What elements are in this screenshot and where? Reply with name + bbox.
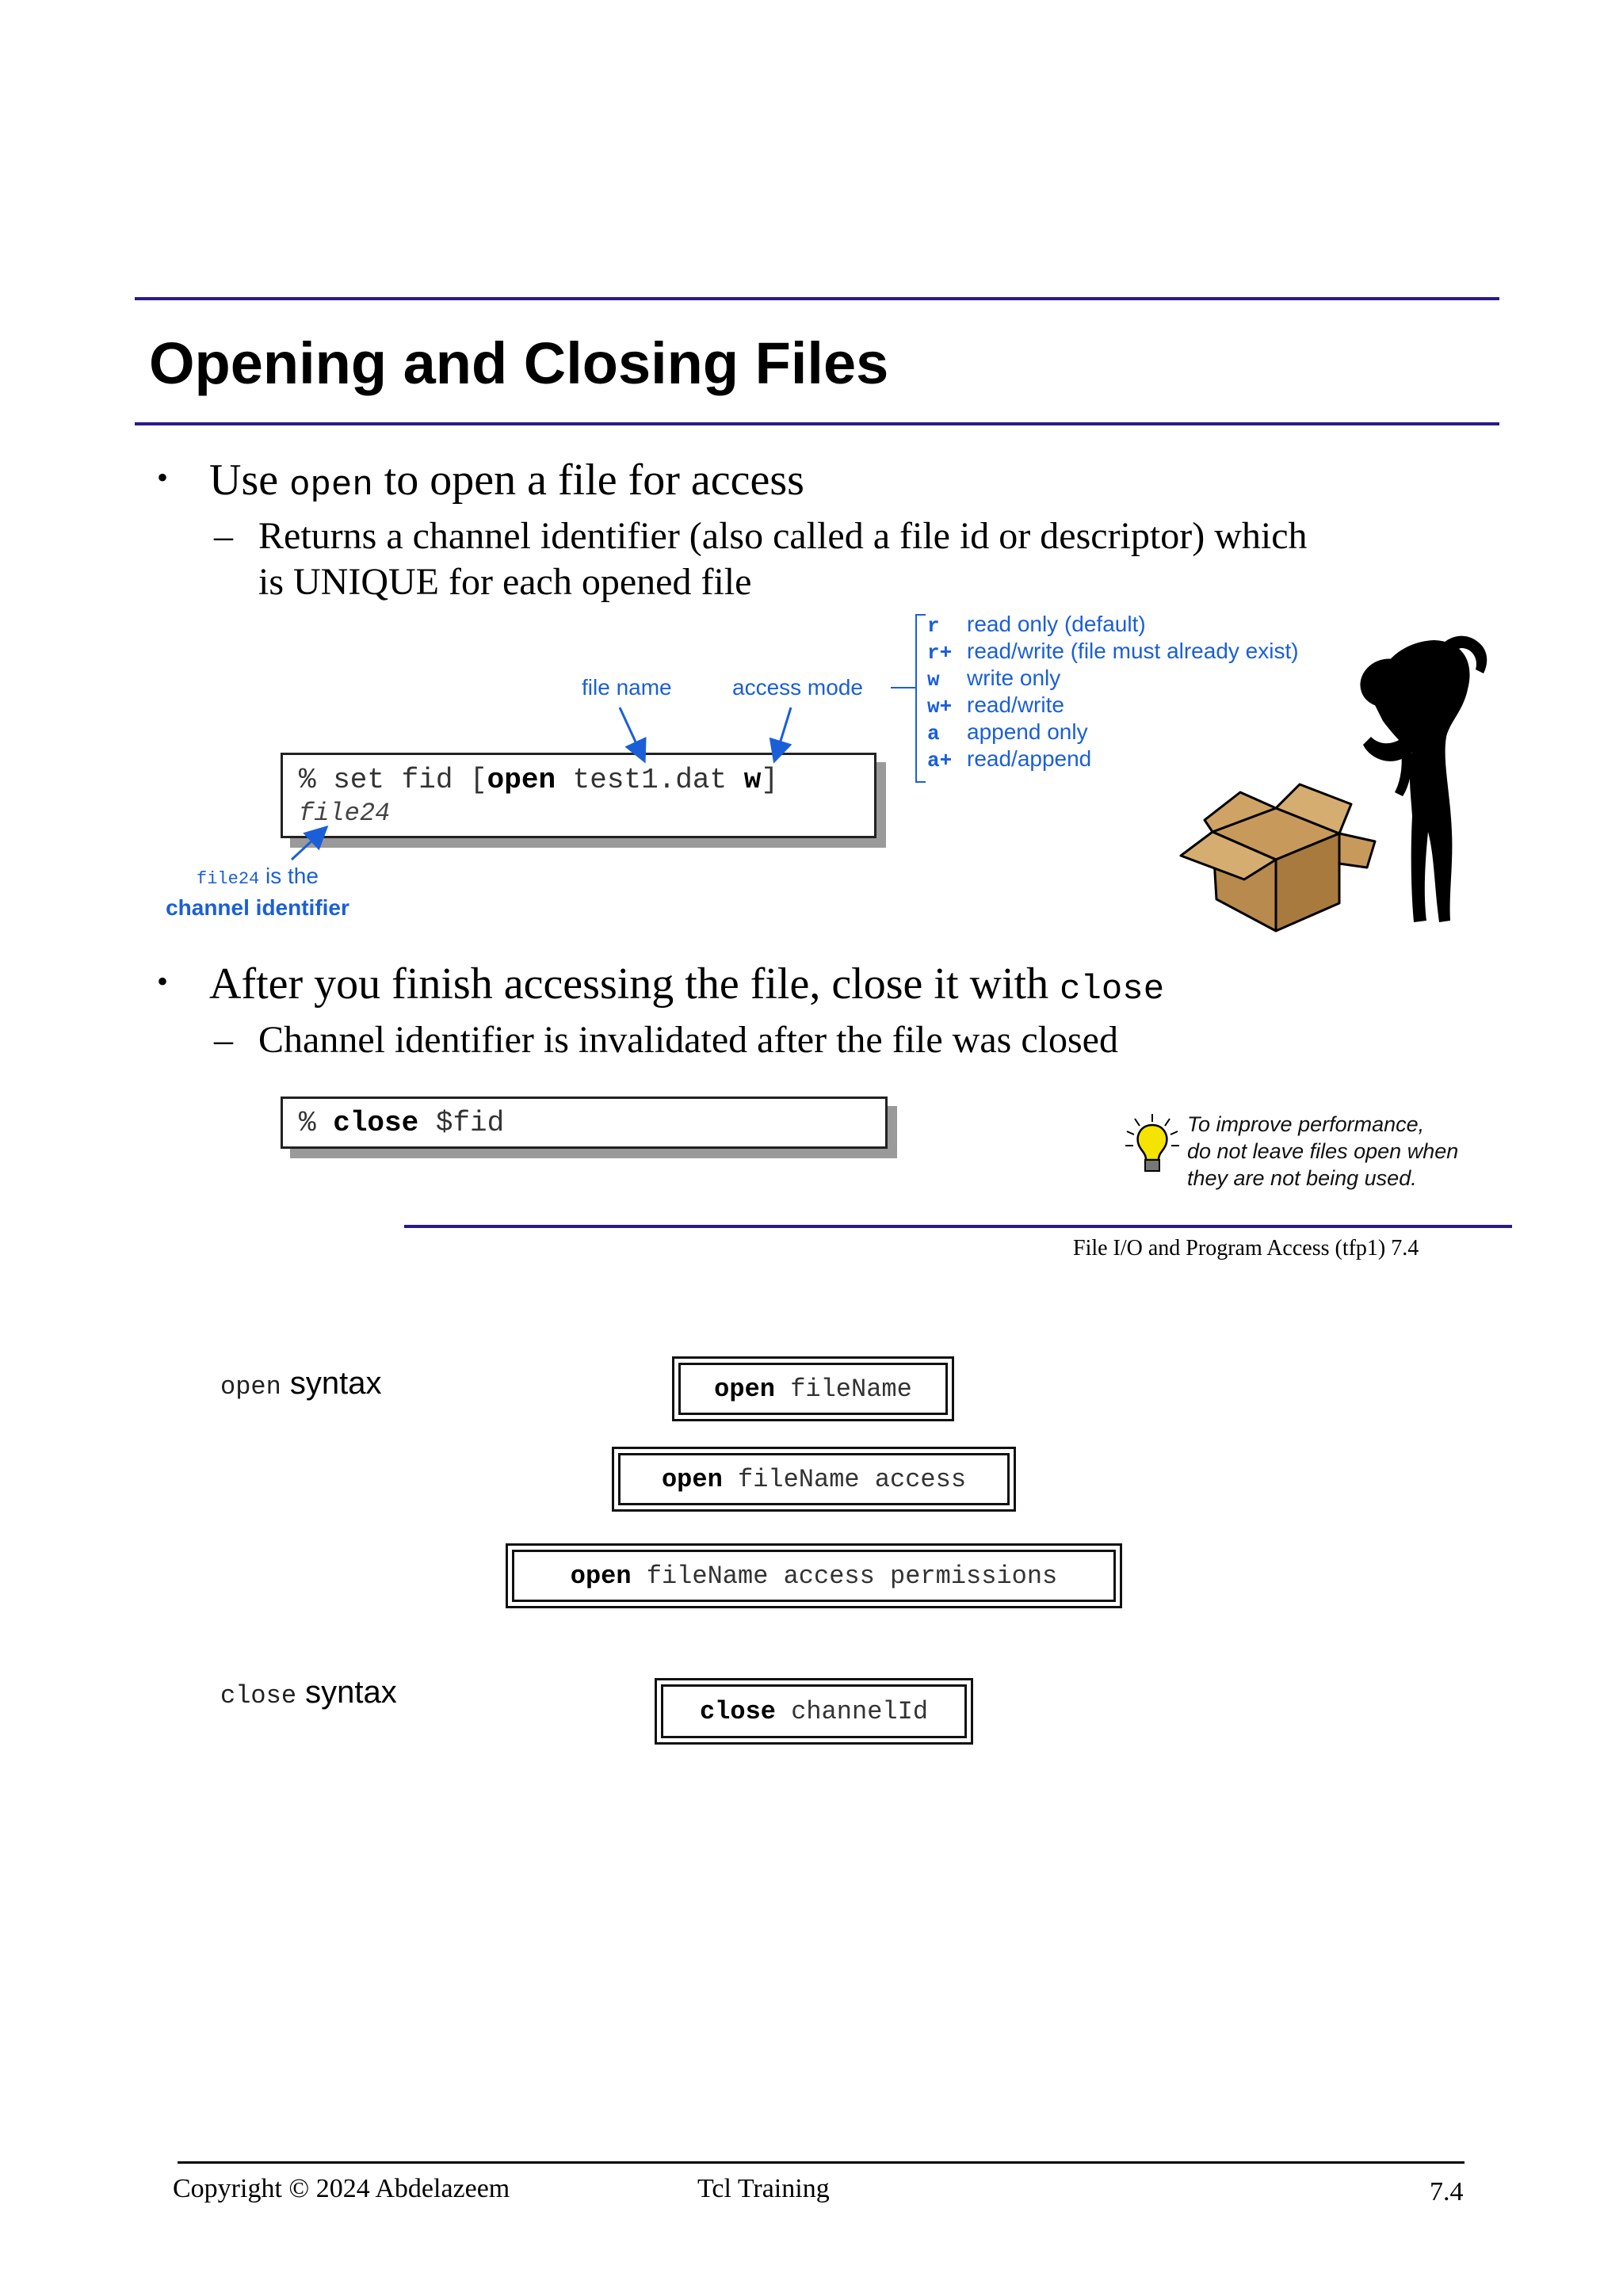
mode-row-r-plus: r+ read/write (file must already exist) bbox=[927, 639, 1299, 665]
code-result: file24 bbox=[299, 799, 391, 828]
mode-row-w-plus: w+ read/write bbox=[927, 692, 1064, 719]
syntax-args: channelId bbox=[775, 1696, 929, 1726]
footer-rule bbox=[178, 2161, 1465, 2164]
channel-is-the: is the bbox=[259, 864, 319, 888]
code-args: $fid bbox=[418, 1107, 505, 1139]
sub-bullet-1: – Returns a channel identifier (also cal… bbox=[214, 513, 1514, 605]
channel-identifier-text: channel identifier bbox=[166, 895, 349, 920]
page-title: Opening and Closing Files bbox=[149, 330, 889, 396]
access-mode-arrow bbox=[769, 707, 792, 764]
channel-arrow bbox=[290, 825, 329, 861]
code-prompt: % bbox=[299, 1107, 334, 1139]
mode-row-a-plus: a+ read/append bbox=[927, 746, 1091, 772]
dash: – bbox=[214, 515, 233, 557]
open-syntax-label: open syntax bbox=[220, 1367, 382, 1400]
bullet-2: • After you finish accessing the file, c… bbox=[157, 962, 1164, 1007]
bullet-2-code: close bbox=[1060, 970, 1165, 1009]
channel-identifier-label: file24 is the channel identifier bbox=[162, 862, 353, 922]
code-close-keyword: close bbox=[333, 1107, 419, 1139]
close-syntax-code: close bbox=[220, 1681, 297, 1711]
mode-key: w bbox=[927, 668, 940, 692]
syntax-keyword: open bbox=[661, 1464, 723, 1494]
access-modes-list: r read only (default) r+ read/write (file … bbox=[927, 612, 1371, 786]
figure-with-box-illustration bbox=[1179, 635, 1487, 933]
syntax-args: fileName access bbox=[722, 1464, 967, 1494]
mode-desc: write only bbox=[967, 666, 1061, 690]
footer-center: Tcl Training bbox=[697, 2174, 830, 2203]
code-mode: w bbox=[743, 764, 762, 796]
syntax-args: fileName access permissions bbox=[631, 1561, 1058, 1591]
bullet-dot: • bbox=[157, 460, 169, 495]
title-underline bbox=[135, 422, 1499, 425]
file-name-arrow bbox=[618, 707, 647, 764]
mode-desc: append only bbox=[967, 719, 1088, 744]
mode-desc: read/append bbox=[967, 746, 1092, 771]
footer-page-number: 7.4 bbox=[1430, 2177, 1464, 2206]
file-name-label: file name bbox=[582, 675, 672, 700]
tip-line: To improve performance, bbox=[1187, 1112, 1425, 1136]
slide-footer-rule bbox=[404, 1225, 1512, 1228]
syntax-keyword: open bbox=[714, 1374, 775, 1404]
code-close-bracket: ] bbox=[761, 764, 778, 796]
syntax-keyword: close bbox=[699, 1696, 776, 1726]
sub-bullet-2-text: Channel identifier is invalidated after … bbox=[258, 1019, 1118, 1061]
sub-bullet-2: – Channel identifier is invalidated afte… bbox=[214, 1017, 1514, 1063]
tip-line: do not leave files open when bbox=[1187, 1139, 1459, 1163]
performance-tip: To improve performance, do not leave fil… bbox=[1187, 1111, 1458, 1192]
bullet-1-suffix: to open a file for access bbox=[372, 456, 804, 505]
lightbulb-icon bbox=[1125, 1114, 1179, 1172]
stick-figure bbox=[1360, 635, 1487, 922]
mode-row-w: w write only bbox=[927, 666, 1060, 692]
mode-key: r+ bbox=[927, 641, 953, 665]
bullet-1: • Use open to open a file for access bbox=[157, 458, 804, 503]
modes-bracket bbox=[915, 614, 926, 783]
close-syntax-form: close channelId bbox=[655, 1678, 973, 1745]
mode-key: r bbox=[927, 614, 940, 638]
bullet-2-prefix: After you finish accessing the file, clo… bbox=[209, 959, 1060, 1009]
mode-row-a: a append only bbox=[927, 719, 1088, 746]
bullet-1-code: open bbox=[289, 466, 373, 505]
footer-copyright: Copyright © 2024 Abdelazeem bbox=[173, 2174, 510, 2203]
channel-code: file24 bbox=[197, 869, 260, 889]
sub-bullet-1-line1: Returns a channel identifier (also calle… bbox=[258, 515, 1308, 557]
syntax-args: fileName bbox=[774, 1374, 912, 1404]
close-syntax-label: close syntax bbox=[220, 1676, 397, 1709]
cardboard-box bbox=[1179, 783, 1377, 933]
mode-desc: read/write (file must already exist) bbox=[967, 639, 1299, 663]
close-code-example: % close $fid bbox=[281, 1097, 888, 1149]
code-prompt: % set fid [ bbox=[299, 764, 487, 796]
code-open-keyword: open bbox=[487, 764, 556, 796]
slide-footer-text: File I/O and Program Access (tfp1) 7.4 bbox=[1073, 1236, 1419, 1261]
open-syntax-form-3: open fileName access permissions bbox=[506, 1543, 1122, 1608]
mode-desc: read only (default) bbox=[967, 612, 1146, 636]
close-syntax-word: syntax bbox=[296, 1675, 397, 1710]
open-syntax-code: open bbox=[220, 1372, 281, 1402]
bullet-dot: • bbox=[157, 963, 169, 999]
open-syntax-form-2: open fileName access bbox=[612, 1447, 1016, 1512]
open-syntax-form-1: open fileName bbox=[672, 1356, 954, 1421]
top-rule bbox=[135, 297, 1499, 300]
mode-key: a bbox=[927, 722, 940, 746]
syntax-keyword: open bbox=[570, 1561, 632, 1591]
sub-bullet-1-line2: is UNIQUE for each opened file bbox=[258, 561, 752, 603]
open-code-example: % set fid [open test1.dat w] file24 bbox=[281, 753, 876, 838]
mode-key: a+ bbox=[927, 749, 953, 772]
mode-desc: read/write bbox=[967, 692, 1064, 717]
mode-row-r: r read only (default) bbox=[927, 612, 1146, 638]
code-args: test1.dat bbox=[556, 764, 744, 796]
access-mode-label: access mode bbox=[732, 675, 863, 700]
mode-key: w+ bbox=[927, 695, 953, 719]
tip-line: they are not being used. bbox=[1187, 1166, 1417, 1190]
dash: – bbox=[214, 1019, 233, 1061]
bullet-1-prefix: Use bbox=[209, 456, 290, 505]
open-syntax-word: syntax bbox=[281, 1366, 382, 1401]
